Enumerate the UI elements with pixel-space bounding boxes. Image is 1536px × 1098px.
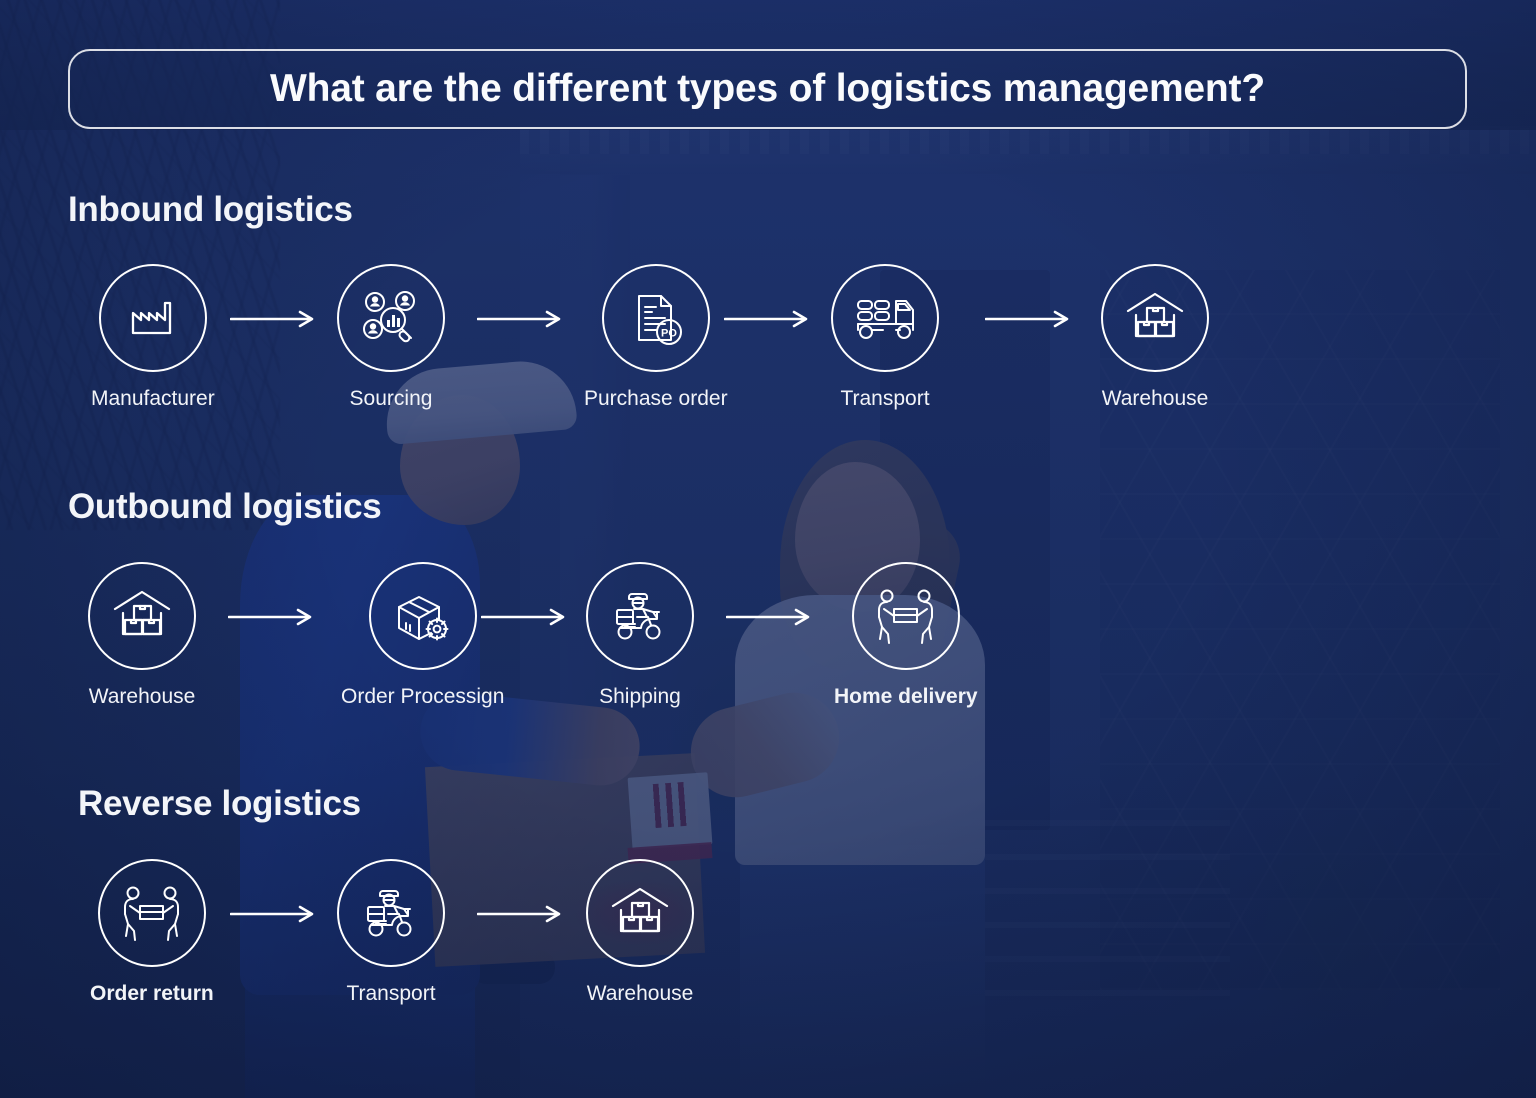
scooter-icon — [586, 562, 694, 670]
section-heading-reverse: Reverse logistics — [78, 784, 361, 823]
node-warehouse-reverse[interactable]: Warehouse — [586, 859, 694, 1006]
arrow-1-4 — [985, 310, 1075, 330]
sourcing-icon — [337, 264, 445, 372]
node-label: Manufacturer — [91, 387, 215, 410]
arrow-2-3 — [726, 608, 816, 628]
node-label: Order return — [90, 982, 214, 1005]
node-order-processing[interactable]: Order Processign — [341, 562, 504, 709]
section-heading-inbound: Inbound logistics — [68, 190, 353, 229]
node-warehouse-outbound[interactable]: Warehouse — [88, 562, 196, 709]
order-processing-icon — [368, 562, 477, 670]
handover-icon — [97, 859, 206, 967]
title-box: What are the different types of logistic… — [68, 49, 1467, 129]
node-label: Purchase order — [584, 387, 728, 410]
node-home-delivery[interactable]: Home delivery — [834, 562, 978, 709]
arrow-1-3 — [724, 310, 814, 330]
node-label: Home delivery — [834, 685, 978, 708]
node-label: Transport — [346, 982, 436, 1005]
node-transport-reverse[interactable]: Transport — [337, 859, 445, 1006]
node-label: Shipping — [599, 685, 681, 708]
arrow-2-1 — [228, 608, 318, 628]
node-label: Sourcing — [349, 387, 433, 410]
node-shipping[interactable]: Shipping — [586, 562, 694, 709]
node-label: Warehouse — [586, 982, 694, 1005]
scooter-icon — [337, 859, 445, 967]
purchase-order-icon: PO — [601, 264, 710, 372]
arrow-1-1 — [230, 310, 320, 330]
arrow-3-1 — [230, 905, 320, 925]
arrow-1-2 — [477, 310, 567, 330]
node-order-return[interactable]: Order return — [90, 859, 214, 1006]
truck-icon — [831, 264, 939, 372]
node-label: Warehouse — [88, 685, 196, 708]
node-label: Warehouse — [1101, 387, 1209, 410]
node-label: Transport — [840, 387, 930, 410]
node-label: Order Processign — [341, 685, 505, 708]
arrow-3-2 — [477, 905, 567, 925]
arrow-2-2 — [481, 608, 571, 628]
warehouse-icon — [586, 859, 694, 967]
factory-icon — [98, 264, 207, 372]
node-manufacturer[interactable]: Manufacturer — [91, 264, 215, 411]
svg-text:PO: PO — [661, 328, 677, 340]
warehouse-icon — [1101, 264, 1209, 372]
section-heading-outbound: Outbound logistics — [68, 487, 382, 526]
node-warehouse-inbound[interactable]: Warehouse — [1101, 264, 1209, 411]
page-title: What are the different types of logistic… — [270, 67, 1265, 110]
node-sourcing[interactable]: Sourcing — [337, 264, 445, 411]
handover-icon — [851, 562, 960, 670]
node-transport-inbound[interactable]: Transport — [831, 264, 939, 411]
warehouse-icon — [88, 562, 196, 670]
node-purchase-order[interactable]: PO Purchase order — [584, 264, 728, 411]
